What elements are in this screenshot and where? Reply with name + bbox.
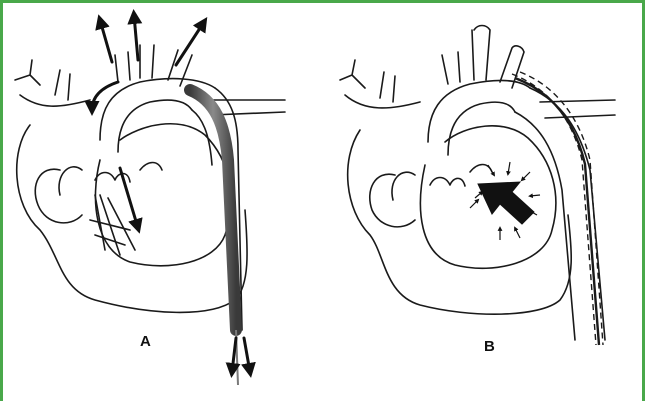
panel-a-label: A (140, 333, 151, 350)
panel-b-label: B (484, 338, 495, 355)
panel-a-heart (15, 45, 285, 330)
panel-b-heart (340, 26, 615, 341)
large-arrow-b (478, 182, 534, 224)
catheter-a (190, 90, 236, 330)
